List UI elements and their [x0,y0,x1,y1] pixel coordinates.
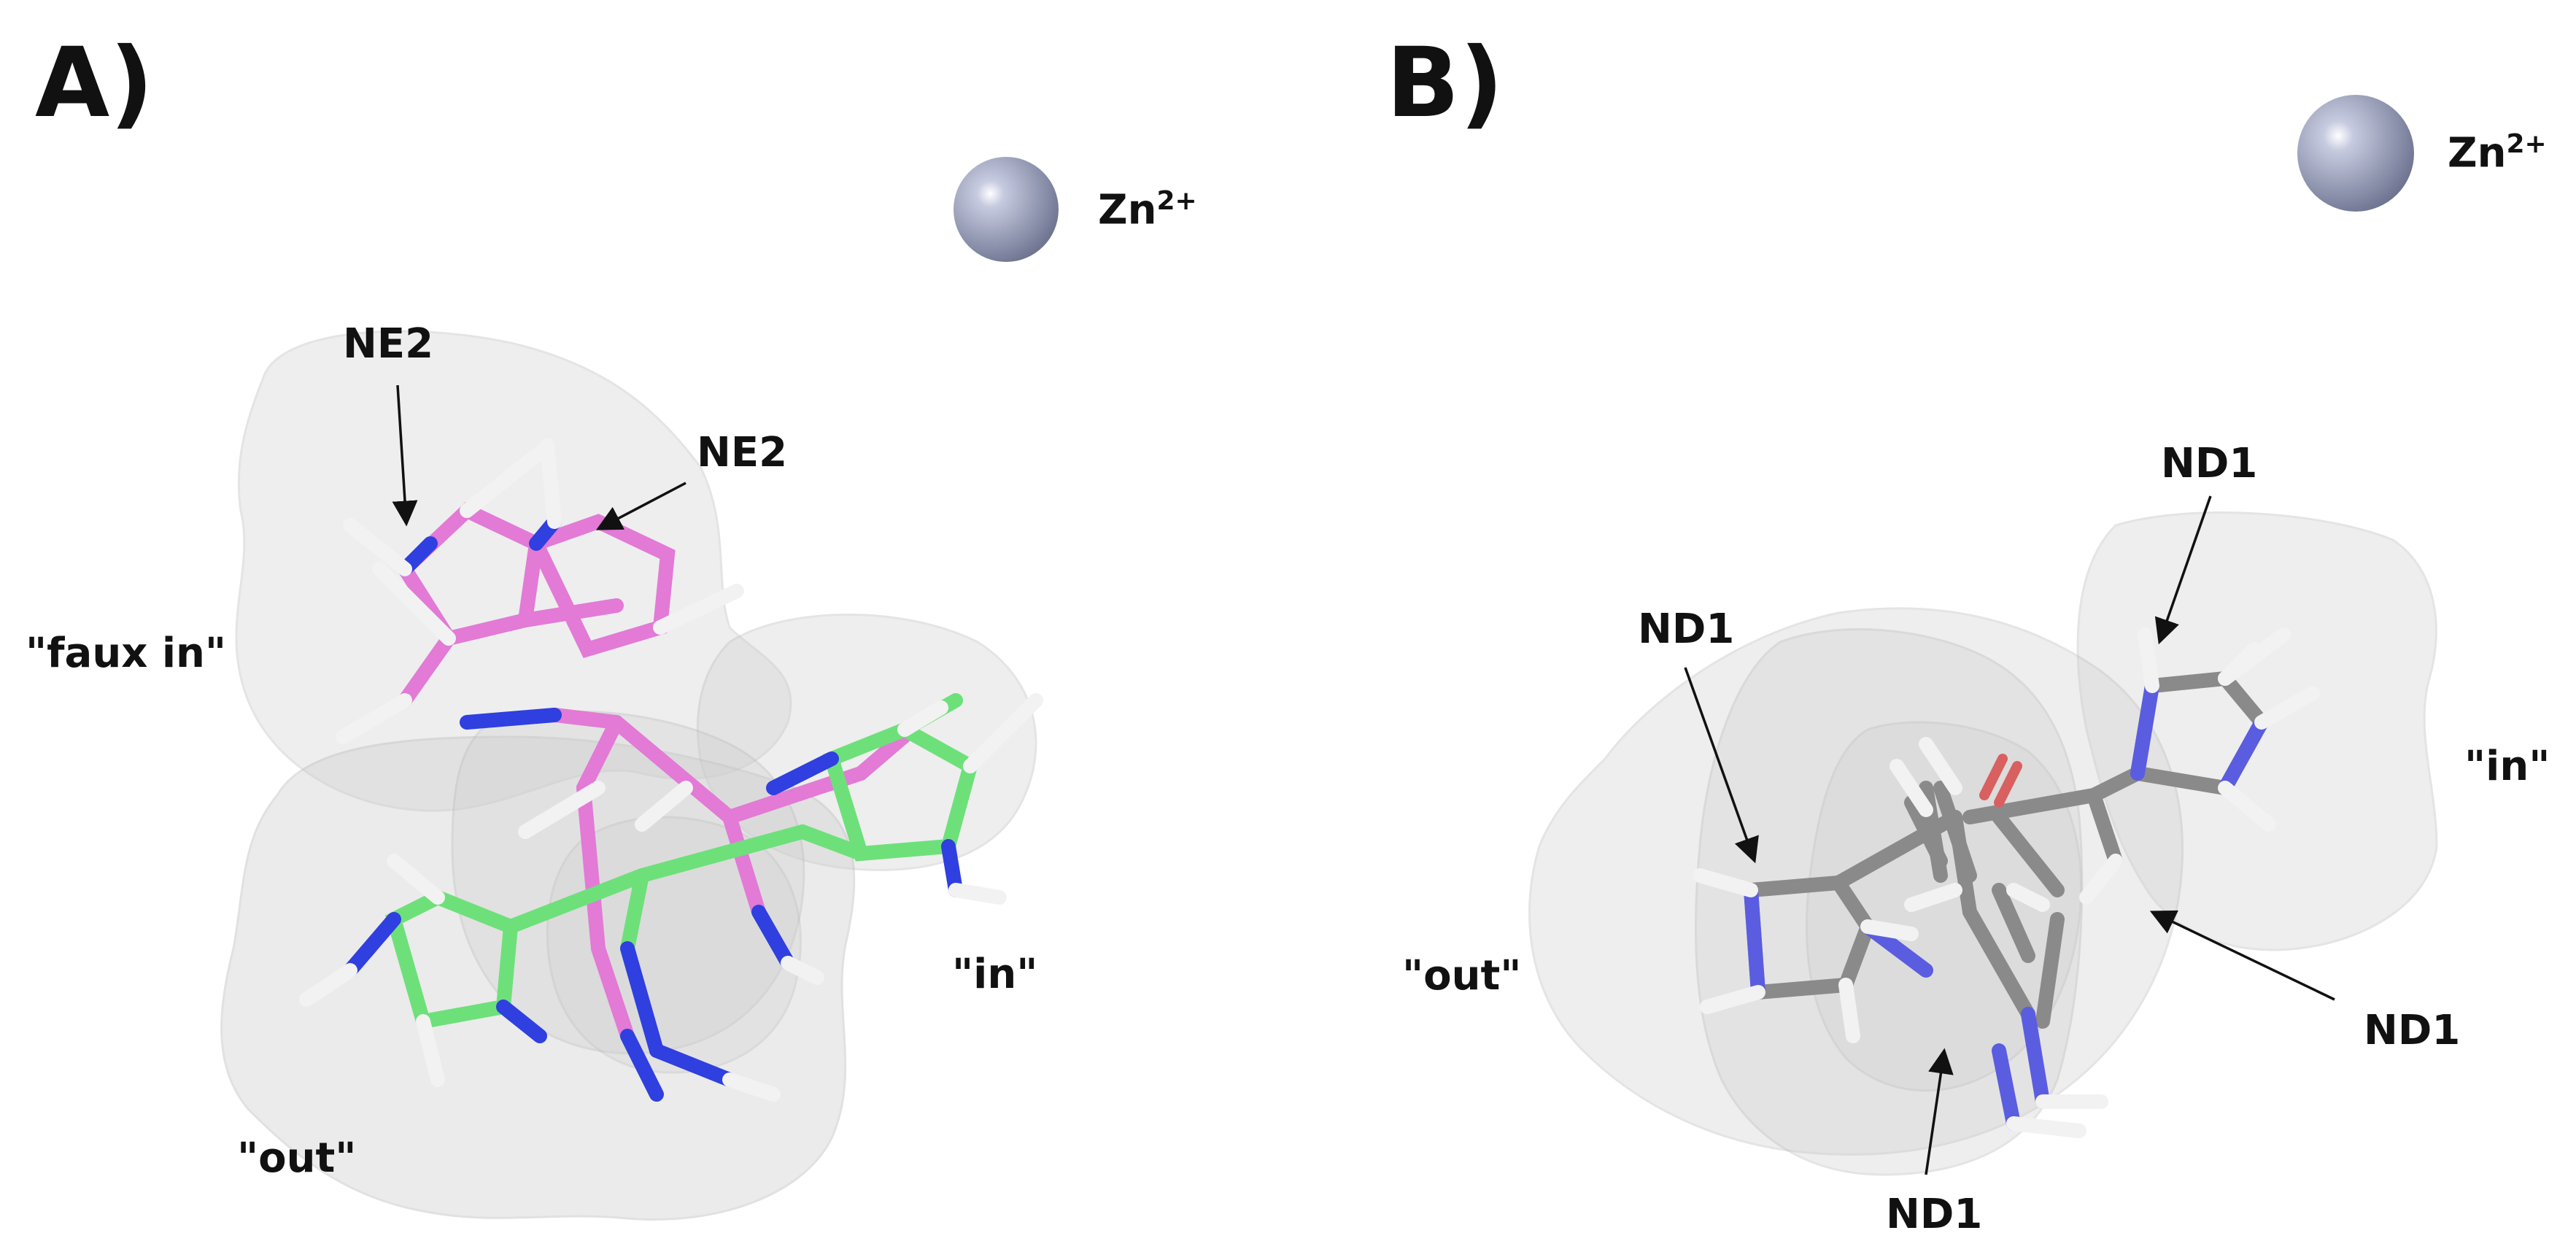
panel-a-out-label: "out" [237,1135,357,1182]
panel-b-surface [1528,511,2438,1176]
panel-a-ne2-right-label: NE2 [697,429,788,476]
zinc-ion-icon [2297,95,2414,212]
ligand-green [299,693,1043,1102]
ne2-right-arrow [595,482,686,530]
ligand-faux-in-pink [336,438,919,1102]
panel-b-nd1-left-label: ND1 [1638,606,1735,653]
panel-b-nd1-top-label: ND1 [2161,440,2258,487]
panel-b-nd1-right-label: ND1 [2364,1007,2461,1054]
panel-b-out-label: "out" [1402,952,1522,1000]
panel-a-letter: A) [35,27,154,139]
nd1-right-arrow [2149,910,2335,1001]
panel-a-ne2-left-label: NE2 [343,320,434,368]
panel-a-surface [220,330,1037,1221]
ligands-gray [1693,627,2320,1138]
zinc-ion-icon [954,157,1059,262]
panel-a-faux-in-label: "faux in" [26,630,227,677]
panel-b-in-label: "in" [2464,743,2550,790]
panel-a-zinc-label: Zn2+ [1098,186,1197,234]
panel-a [220,157,1059,1221]
panel-b-nd1-bottom-label: ND1 [1886,1191,1983,1238]
ne2-left-arrow [392,384,418,527]
panel-b-zinc-label: Zn2+ [2448,129,2547,177]
panel-a-in-label: "in" [952,951,1038,998]
panel-b-letter: B) [1386,27,1504,139]
nd1-top-arrow [2154,495,2212,645]
nd1-left-arrow [1684,667,1759,864]
nd1-bottom-arrow [1925,1048,1954,1175]
panel-b [1528,95,2438,1176]
